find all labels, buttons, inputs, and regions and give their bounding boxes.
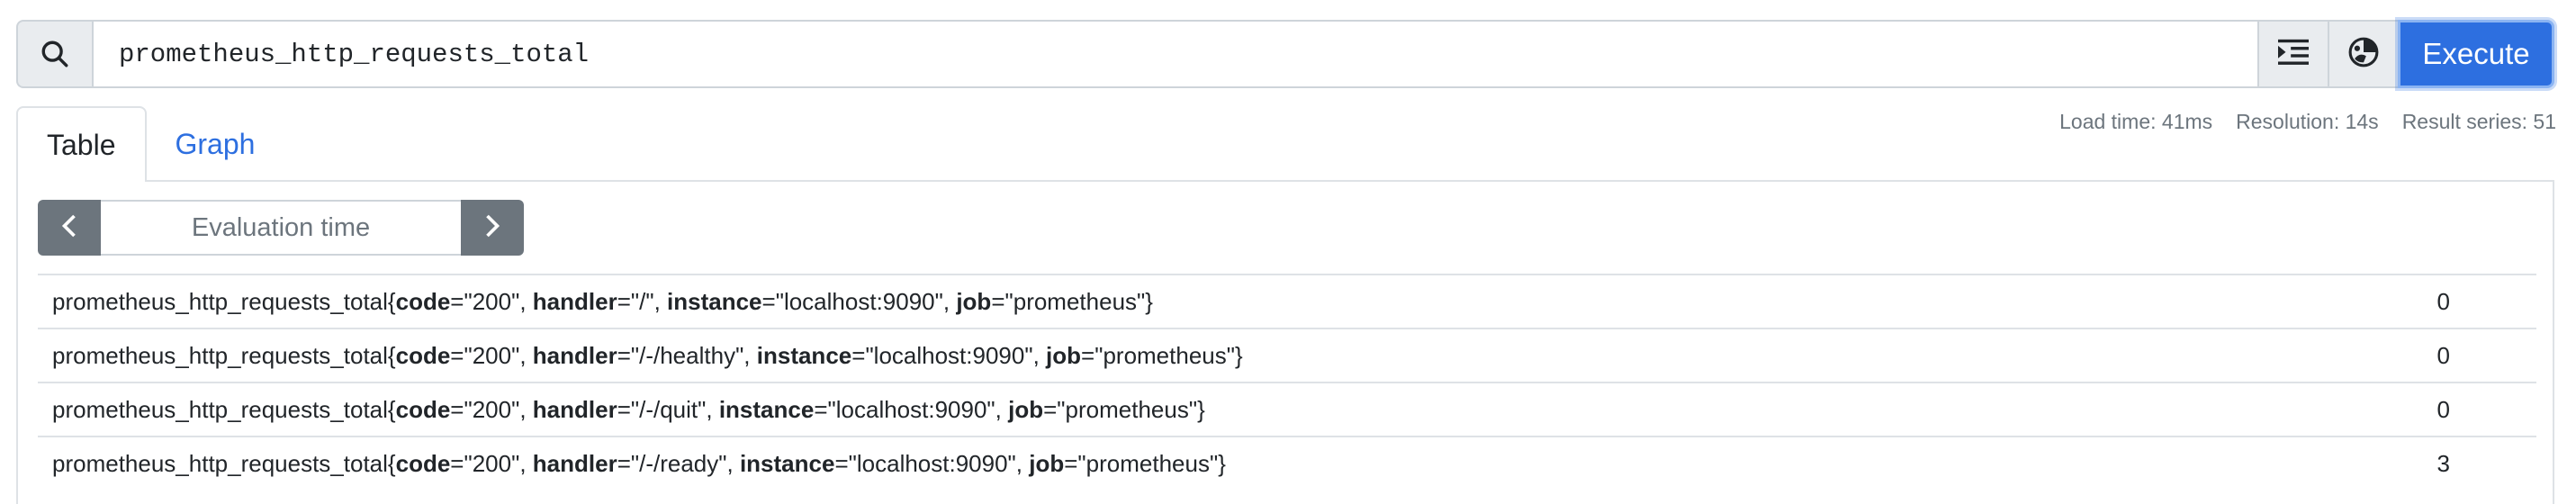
table-panel: prometheus_http_requests_total{code="200… xyxy=(16,180,2554,504)
evaluation-time-input[interactable] xyxy=(101,200,461,256)
label-value: "localhost:9090" xyxy=(848,449,1016,477)
label-value: "localhost:9090" xyxy=(775,287,943,315)
execute-button[interactable]: Execute xyxy=(2398,20,2554,88)
table-row: prometheus_http_requests_total{code="200… xyxy=(38,274,2536,328)
label-value: "200" xyxy=(464,449,520,477)
format-expression-icon xyxy=(2278,39,2309,70)
sample-value: 0 xyxy=(2256,274,2536,328)
chevron-left-icon xyxy=(59,214,79,242)
chevron-right-icon xyxy=(482,214,502,242)
sample-value: 0 xyxy=(2256,328,2536,382)
format-expression-button[interactable] xyxy=(2257,20,2328,88)
result-series: Result series: 51 xyxy=(2401,110,2556,133)
series-cell: prometheus_http_requests_total{code="200… xyxy=(38,382,2256,436)
label-value: "/" xyxy=(630,287,654,315)
load-time: Load time: 41ms xyxy=(2059,110,2213,133)
label-value: "prometheus" xyxy=(1077,449,1219,477)
label-name: handler xyxy=(532,395,617,423)
label-name: handler xyxy=(532,341,617,369)
label-name: handler xyxy=(532,449,617,477)
view-tabs: Table Graph xyxy=(16,106,284,182)
search-icon xyxy=(16,20,92,88)
sample-value: 3 xyxy=(2256,436,2536,490)
metric-name: prometheus_http_requests_total xyxy=(52,341,388,369)
label-value: "200" xyxy=(464,287,520,315)
metrics-explorer-button[interactable] xyxy=(2328,20,2398,88)
tab-graph[interactable]: Graph xyxy=(175,127,256,160)
expression-input[interactable] xyxy=(92,20,2257,88)
series-cell: prometheus_http_requests_total{code="200… xyxy=(38,328,2256,382)
tab-table[interactable]: Table xyxy=(16,106,147,182)
results-table: prometheus_http_requests_total{code="200… xyxy=(38,274,2536,490)
sample-value: 0 xyxy=(2256,382,2536,436)
label-value: "prometheus" xyxy=(1094,341,1235,369)
metric-name: prometheus_http_requests_total xyxy=(52,395,388,423)
metric-name: prometheus_http_requests_total xyxy=(52,449,388,477)
label-name: instance xyxy=(718,395,815,423)
next-time-button[interactable] xyxy=(461,200,524,256)
label-value: "localhost:9090" xyxy=(827,395,995,423)
series-cell: prometheus_http_requests_total{code="200… xyxy=(38,436,2256,490)
label-value: "localhost:9090" xyxy=(865,341,1033,369)
label-value: "/-/healthy" xyxy=(630,341,744,369)
label-name: job xyxy=(1029,449,1065,477)
table-row: prometheus_http_requests_total{code="200… xyxy=(38,382,2536,436)
label-name: job xyxy=(956,287,992,315)
metrics-explorer-icon xyxy=(2348,37,2379,72)
label-name: code xyxy=(395,395,451,423)
label-name: code xyxy=(395,449,451,477)
query-bar: Execute xyxy=(16,20,2554,88)
label-value: "200" xyxy=(464,395,520,423)
label-name: code xyxy=(395,287,451,315)
label-value: "200" xyxy=(464,341,520,369)
table-row: prometheus_http_requests_total{code="200… xyxy=(38,328,2536,382)
label-value: "prometheus" xyxy=(1004,287,1146,315)
table-row: prometheus_http_requests_total{code="200… xyxy=(38,436,2536,490)
resolution: Resolution: 14s xyxy=(2236,110,2379,133)
evaluation-time-control xyxy=(38,200,524,256)
query-stats: Load time: 41ms Resolution: 14s Result s… xyxy=(2059,110,2556,134)
label-name: job xyxy=(1008,395,1044,423)
label-name: handler xyxy=(532,287,617,315)
label-value: "prometheus" xyxy=(1057,395,1198,423)
series-cell: prometheus_http_requests_total{code="200… xyxy=(38,274,2256,328)
label-name: instance xyxy=(667,287,762,315)
label-value: "/-/ready" xyxy=(630,449,727,477)
label-name: instance xyxy=(756,341,852,369)
metric-name: prometheus_http_requests_total xyxy=(52,287,388,315)
label-name: code xyxy=(395,341,451,369)
label-name: instance xyxy=(739,449,835,477)
label-name: job xyxy=(1046,341,1082,369)
prev-time-button[interactable] xyxy=(38,200,101,256)
label-value: "/-/quit" xyxy=(630,395,707,423)
